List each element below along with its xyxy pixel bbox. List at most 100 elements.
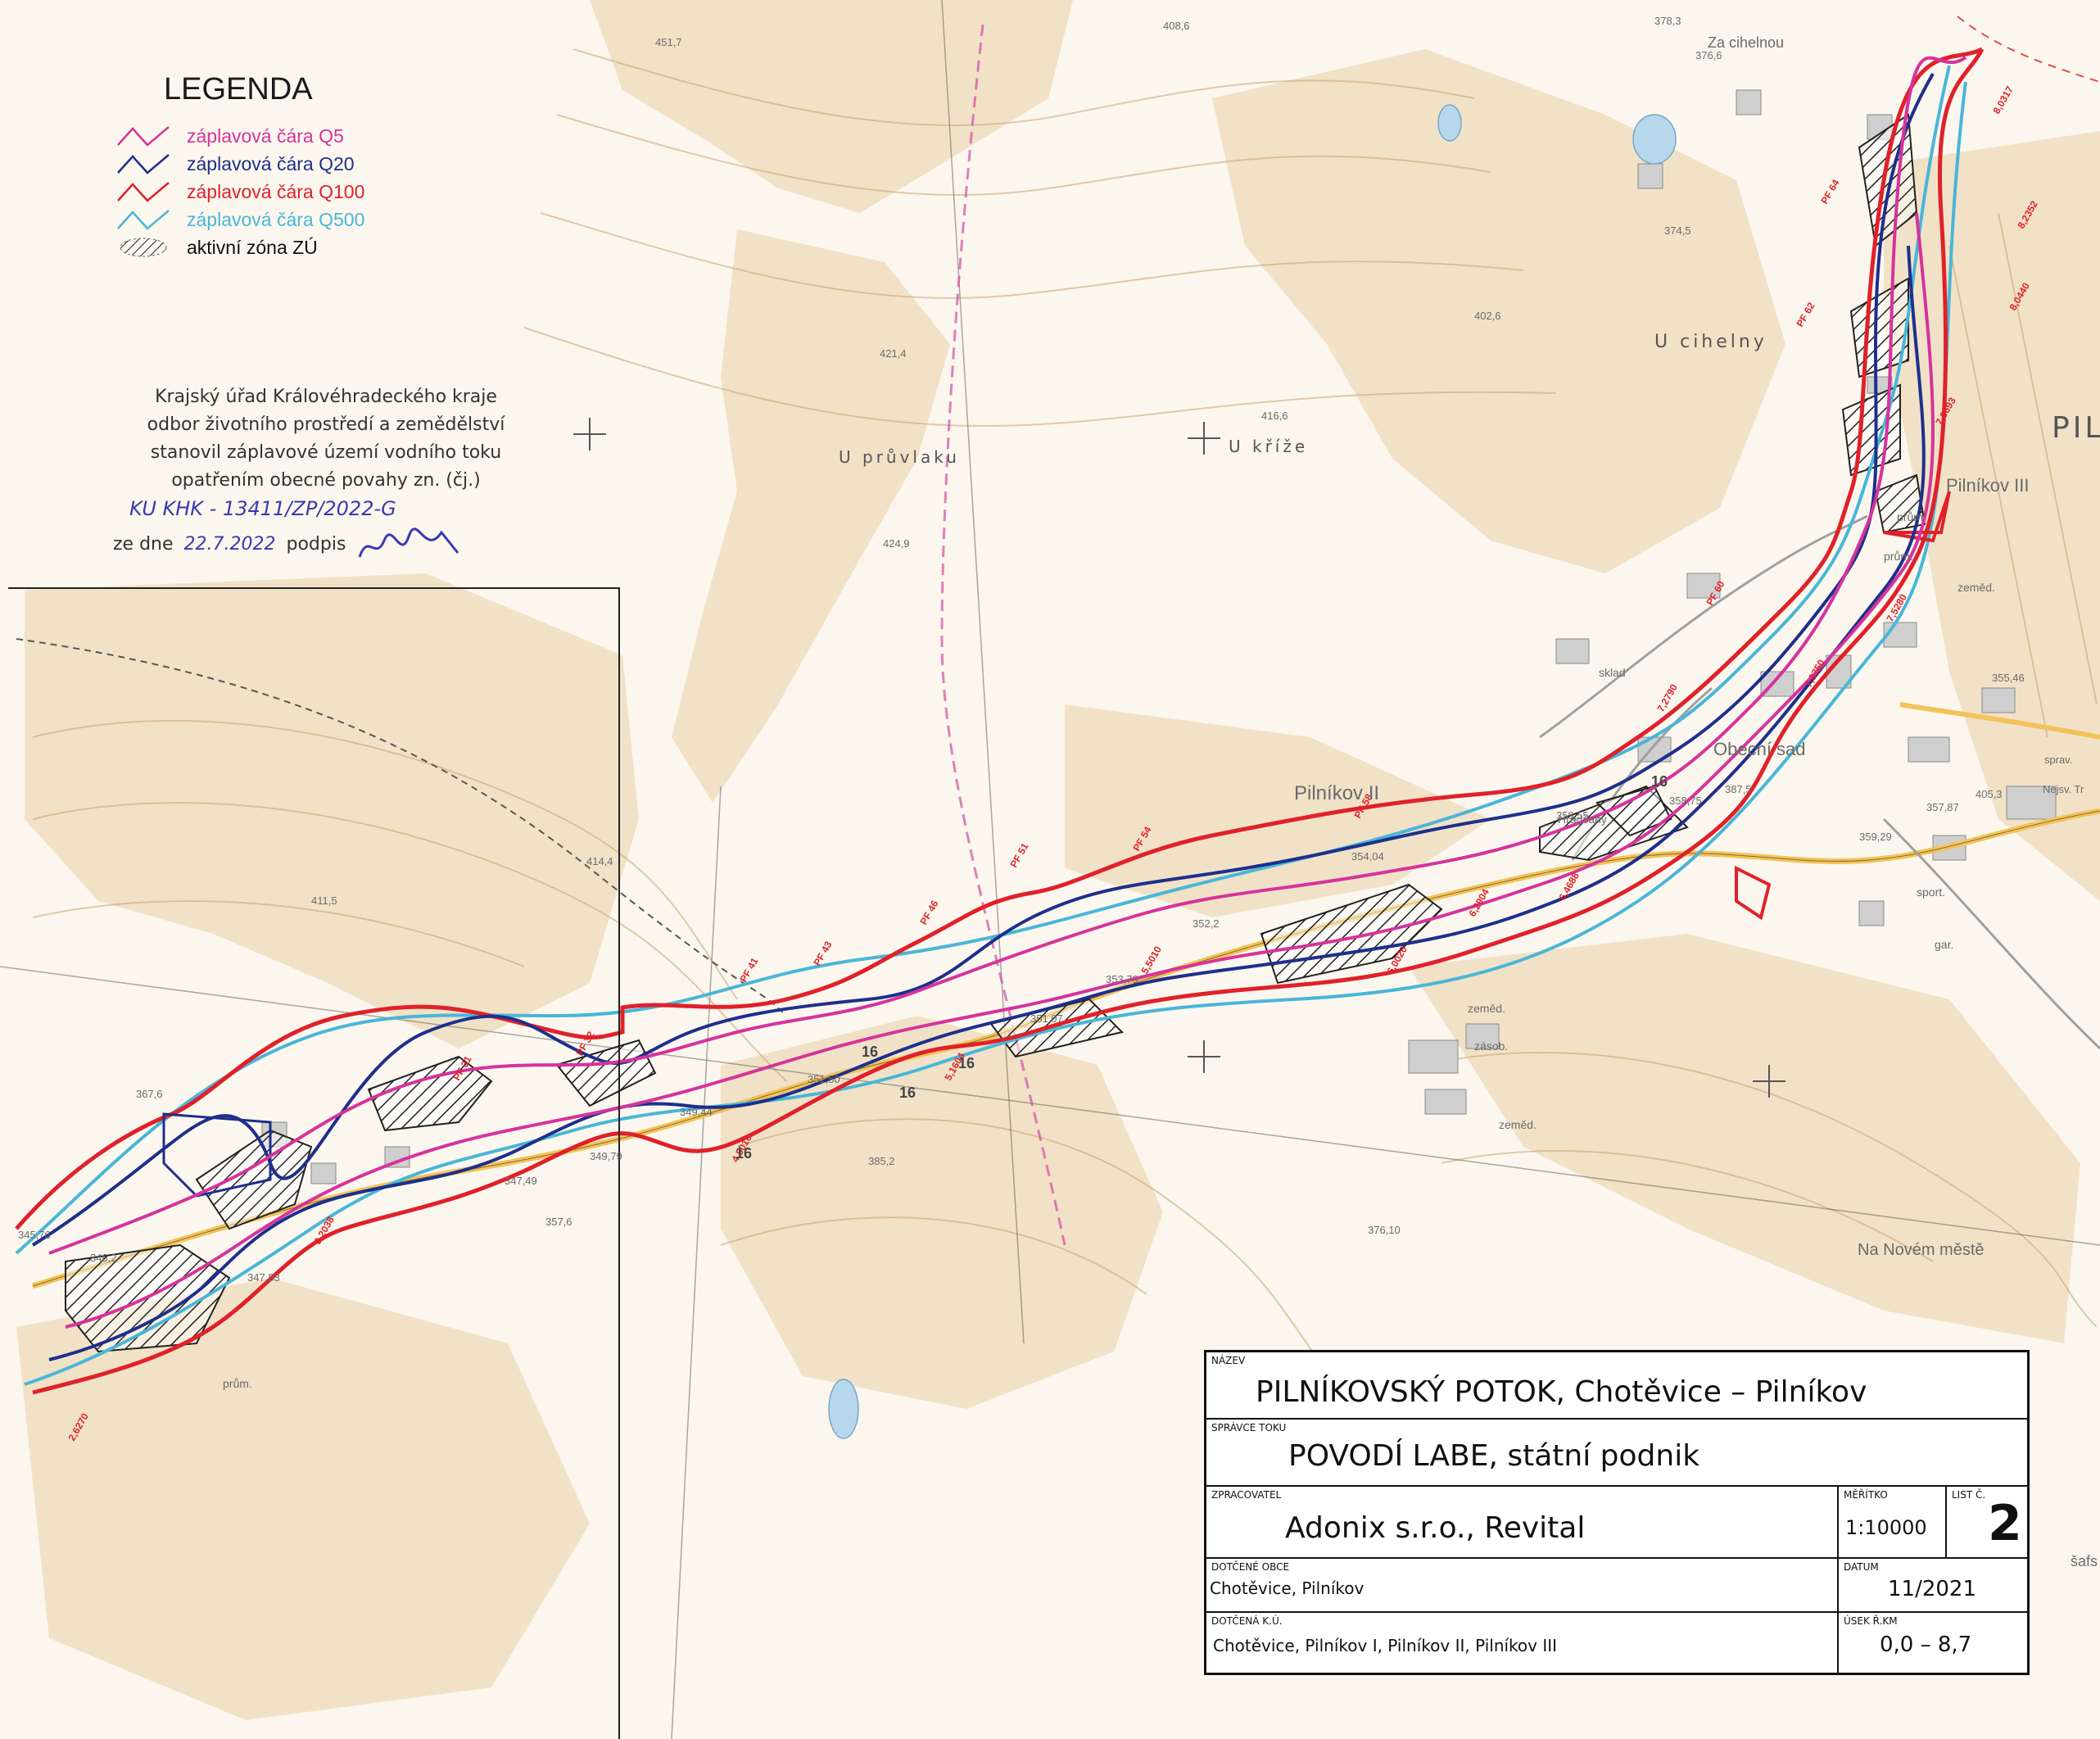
spot-height: 385,2 [868, 1155, 895, 1167]
spot-height: 402,6 [1474, 310, 1501, 322]
svg-text:PF 46: PF 46 [917, 898, 940, 926]
tb-row-municipalities: DOTČENÉ OBCE Chotěvice, Pilníkov DATUM 1… [1206, 1559, 2027, 1613]
tb-caption: DOTČENÉ OBCE [1211, 1561, 1290, 1573]
road-numbers: 16 16 16 16 16 [735, 773, 1668, 1162]
tb-caption: NÁZEV [1211, 1355, 1246, 1366]
legend-item-q5: záplavová čára Q5 [115, 122, 459, 150]
map-legend: LEGENDA záplavová čára Q5 záplavová čára… [115, 72, 459, 261]
place-label-sprav: sprav. [2044, 754, 2072, 766]
stamp-reference: KU KHK - 13411/ZP/2022-G [97, 495, 555, 524]
legend-item-q100: záplavová čára Q100 [115, 178, 459, 206]
flood-line-q20 [162, 1112, 272, 1198]
admin-boundary [940, 24, 1066, 1246]
place-label-u-krize: U kříže [1229, 437, 1308, 456]
place-label-nejsv: Nejsv. Tr [2043, 783, 2084, 795]
tb-scale: 1:10000 [1845, 1516, 1927, 1539]
spot-height: 352,2 [1193, 917, 1220, 930]
spot-height: 374,5 [1664, 224, 1691, 237]
approval-stamp: Krajský úřad Královéhradeckého kraje odb… [97, 383, 555, 565]
place-label-u-pruvlaku: U průvlaku [839, 447, 960, 467]
svg-text:PF 62: PF 62 [1794, 300, 1817, 328]
flood-line-q500 [24, 81, 1967, 1386]
legend-line-icon [117, 182, 170, 202]
stamp-ref-handwritten: KU KHK - 13411/ZP/2022-G [129, 497, 396, 520]
stamp-line: stanovil záplavové území vodního toku [150, 442, 502, 463]
map-title: PILNÍKOVSKÝ POTOK, Chotěvice – Pilníkov [1256, 1375, 1867, 1409]
tb-row-author: ZPRACOVATEL Adonix s.r.o., Revital MĚŘÍT… [1206, 1487, 2027, 1559]
place-label-zemed: zeměd. [1499, 1118, 1537, 1131]
stamp-line: Krajský úřad Královéhradeckého kraje [155, 387, 497, 407]
legend-label: záplavová čára Q20 [187, 152, 355, 174]
tb-row-manager: SPRÁVCE TOKU POVODÍ LABE, státní podnik [1206, 1420, 2027, 1487]
flood-line-q20 [48, 245, 1926, 1361]
terrain-hill [721, 1016, 1163, 1409]
spot-height: 354,04 [1351, 850, 1384, 863]
flood-line-q500 [15, 65, 1951, 1255]
spot-height: 411,5 [311, 894, 337, 907]
spot-height: 347,49 [505, 1175, 537, 1187]
place-label-sklad: sklad [1599, 666, 1626, 679]
tb-caption: SPRÁVCE TOKU [1211, 1422, 1287, 1433]
stamp-date-handwritten: 22.7.2022 [183, 534, 276, 555]
spot-height: 357,6 [545, 1216, 573, 1228]
spot-height: 421,4 [880, 347, 907, 360]
spot-height: 367,6 [136, 1088, 163, 1100]
tb-manager: POVODÍ LABE, státní podnik [1288, 1439, 1700, 1473]
tb-row-cadastral: DOTČENÁ K.Ú. Chotěvice, Pilníkov I, Piln… [1206, 1613, 2027, 1673]
stamp-line: opatřením obecné povahy zn. (čj.) [171, 470, 481, 491]
spot-height: 405,3 [1976, 788, 2003, 800]
place-label-prum: prům. [1884, 550, 1913, 563]
terrain-hill [590, 0, 1073, 213]
tb-date: 11/2021 [1888, 1577, 1977, 1601]
place-label-zemed: zeměd. [1957, 581, 1995, 594]
spot-height: 414,4 [586, 855, 613, 867]
stamp-sign-label: podpis [286, 534, 346, 555]
flood-line-q5 [48, 56, 1967, 1255]
legend-item-active-zone: aktivní zóna ZÚ [115, 233, 459, 261]
spot-height: 351,07 [1030, 1012, 1063, 1025]
tb-caption: ÚSEK Ř.KM [1844, 1615, 1898, 1627]
spot-height: 376,6 [1695, 49, 1722, 61]
spot-height: 351,50 [808, 1073, 840, 1085]
signature-scribble [359, 528, 459, 558]
spot-height: 349,44 [680, 1106, 713, 1118]
spot-height: 347,83 [247, 1271, 280, 1284]
svg-text:8,0317: 8,0317 [1990, 84, 2016, 115]
legend-title: LEGENDA [164, 72, 313, 106]
ponds [828, 104, 1677, 1439]
stamp-date-row: ze dne 22.7.2022 podpis [97, 524, 555, 565]
legend-label: aktivní zóna ZÚ [187, 236, 318, 258]
spot-height: 359,29 [1859, 831, 1892, 843]
spot-height: 378,3 [1654, 15, 1681, 27]
spot-height: 451,7 [655, 36, 682, 48]
spot-height: 358,75 [1669, 795, 1702, 807]
place-label-pilnikov3: Pilníkov III [1946, 475, 2029, 496]
title-block: NÁZEV PILNÍKOVSKÝ POTOK, Chotěvice – Pil… [1204, 1350, 2030, 1675]
svg-text:3,2038: 3,2038 [311, 1214, 337, 1246]
tb-municipalities: Chotěvice, Pilníkov [1210, 1578, 1365, 1598]
flood-line-q20 [31, 73, 1935, 1247]
tb-author: Adonix s.r.o., Revital [1285, 1511, 1586, 1545]
spot-height: 346,2 [90, 1252, 117, 1264]
tb-caption: DOTČENÁ K.Ú. [1211, 1615, 1283, 1627]
flood-line-q100 [15, 47, 1984, 1230]
tb-section: 0,0 – 8,7 [1880, 1633, 1972, 1657]
tb-caption: LIST Č. [1952, 1489, 1986, 1501]
railway [16, 638, 787, 1017]
place-label-sport: sport. [1917, 885, 1945, 899]
road-number: 16 [899, 1085, 916, 1101]
terrain-hill [1065, 704, 1491, 917]
spot-height: 349,79 [590, 1150, 622, 1162]
contour-lines [32, 48, 2098, 1393]
spot-height: 359,55 [1556, 809, 1589, 822]
svg-text:PF 64: PF 64 [1818, 177, 1841, 206]
road-number: 16 [862, 1044, 878, 1060]
spot-height: 424,9 [883, 537, 910, 550]
flood-line-q5 [65, 212, 1935, 1329]
stamp-line: odbor životního prostředí a zemědělství [147, 414, 505, 435]
terrain-hill [16, 1278, 590, 1720]
terrain-hill [1409, 934, 2080, 1343]
tb-row-name: NÁZEV PILNÍKOVSKÝ POTOK, Chotěvice – Pil… [1206, 1352, 2027, 1420]
legend-hatch-icon [120, 238, 167, 257]
